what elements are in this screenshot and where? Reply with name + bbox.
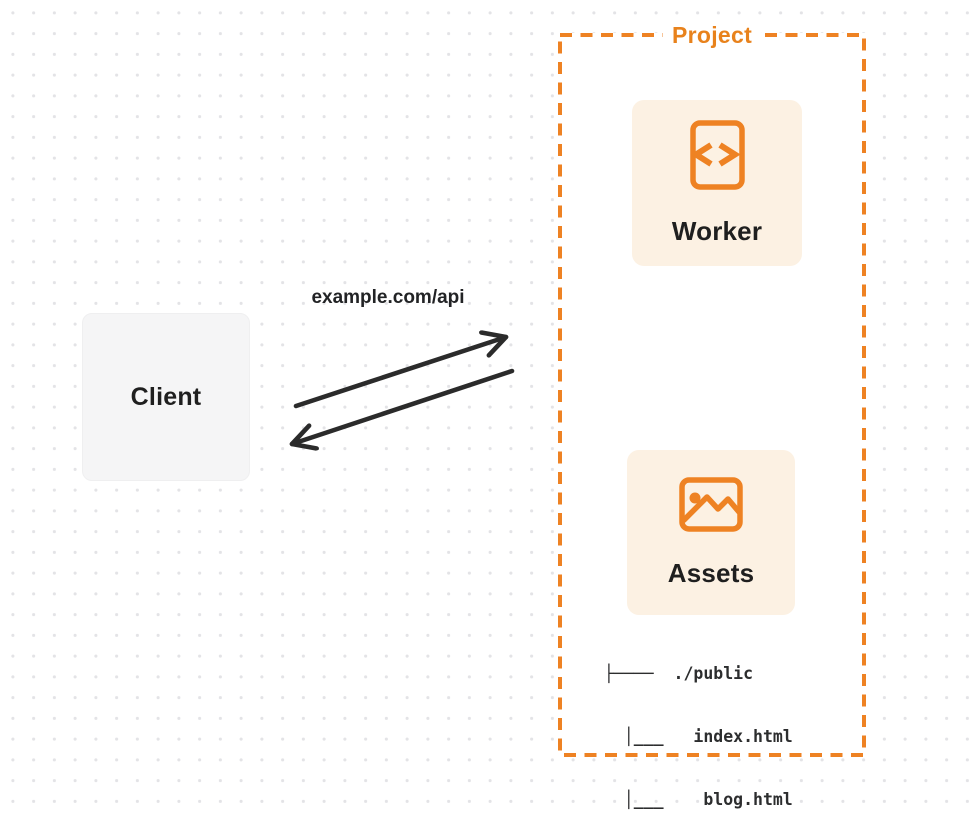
worker-label: Worker: [671, 215, 763, 246]
response-arrow: [289, 368, 515, 444]
file-tree-line-index: │___ index.html: [604, 727, 793, 746]
request-url-label: example.com/api: [311, 287, 465, 308]
worker-node: Worker: [632, 100, 802, 266]
project-group-label: Project: [662, 20, 762, 50]
assets-node: Assets: [627, 450, 795, 615]
file-tree-line-blog: │___ blog.html: [604, 790, 793, 809]
image-icon: [679, 476, 743, 532]
file-tree-line-public: ├──── ./public: [604, 664, 754, 683]
client-node: Client: [82, 313, 250, 481]
assets-file-tree: ├──── ./public │___ index.html │___ blog…: [604, 621, 793, 818]
code-file-icon: [689, 119, 745, 190]
request-arrow: [293, 337, 509, 409]
assets-label: Assets: [667, 557, 755, 588]
client-label: Client: [130, 382, 202, 411]
project-group: Project Worker Assets ├──── ./public │__…: [558, 20, 866, 809]
